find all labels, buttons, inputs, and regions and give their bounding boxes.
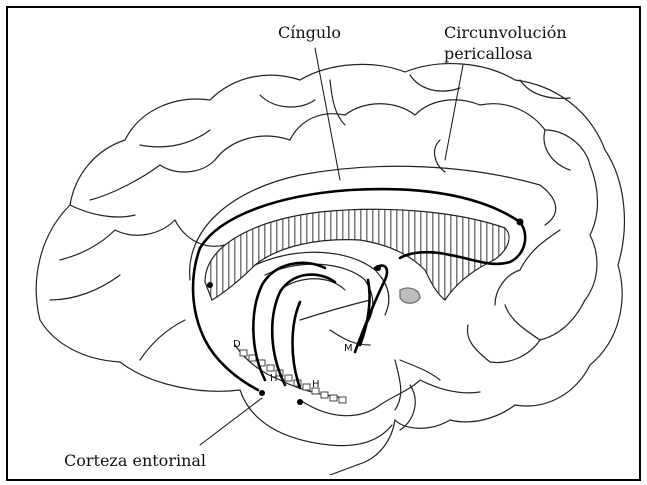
letter-h-1: H bbox=[270, 374, 278, 384]
label-pericallosa-line1: Circunvolución bbox=[444, 22, 567, 43]
leader-line-entorinal bbox=[200, 398, 262, 445]
letter-m: M bbox=[344, 344, 353, 354]
label-circunvolucion-pericallosa: Circunvolución pericallosa bbox=[444, 22, 567, 64]
letter-h-2: H bbox=[312, 380, 320, 390]
letter-d: D bbox=[233, 340, 241, 350]
leader-line-pericallosa bbox=[445, 65, 463, 160]
corpus-callosum bbox=[205, 209, 509, 300]
label-cingulo: Cíngulo bbox=[278, 22, 341, 43]
label-pericallosa-line2: pericallosa bbox=[444, 43, 567, 64]
label-corteza-entorinal: Corteza entorinal bbox=[64, 450, 206, 471]
